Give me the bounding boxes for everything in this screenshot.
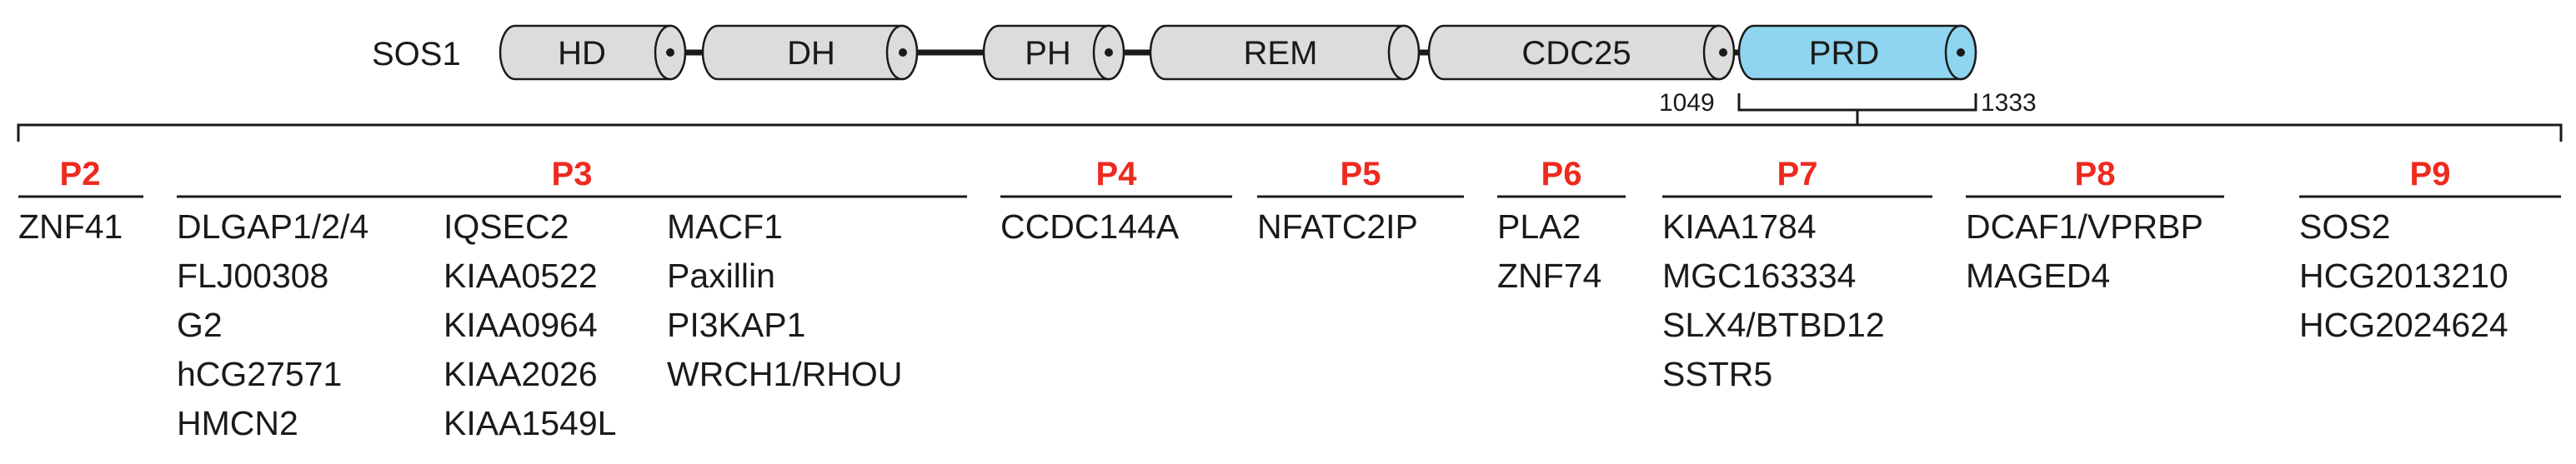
domain-label: PRD [1809,35,1879,72]
interactor-kiaa1549l: KIAA1549L [444,404,616,442]
interactor-dlgap1-2-4: DLGAP1/2/4 [177,207,368,246]
domain-hd: HD [499,24,687,81]
interactor-nfatc2ip: NFATC2IP [1257,207,1418,246]
group-title: P7 [1777,156,1818,192]
domain-rem: REM [1149,24,1421,81]
linker-dot-hd [666,48,674,57]
interactor-pi3kap1: PI3KAP1 [667,306,805,344]
interactor-wrch1-rhou: WRCH1/RHOU [667,355,902,393]
domain-track: HD DH PH REM CDC25 PRD [499,24,1977,81]
group-title: P9 [2410,156,2451,192]
domain-label: REM [1244,35,1318,72]
interactor-slx4-btbd12: SLX4/BTBD12 [1662,306,1885,344]
interactor-kiaa0522: KIAA0522 [444,257,598,295]
domain-label: CDC25 [1521,35,1631,72]
interactor-sstr5: SSTR5 [1662,355,1772,393]
interactor-mgc163334: MGC163334 [1662,257,1856,295]
linker-dot-cdc25 [1719,48,1727,57]
interactor-kiaa0964: KIAA0964 [444,306,598,344]
interactor-dcaf1-vprbp: DCAF1/VPRBP [1966,207,2203,246]
interactor-flj00308: FLJ00308 [177,257,328,295]
group-title: P6 [1541,156,1582,192]
interactor-hcg2024624: HCG2024624 [2299,306,2508,344]
interactor-sos2: SOS2 [2299,207,2390,246]
interactor-hcg2013210: HCG2013210 [2299,257,2508,295]
linker-dot-dh [899,48,907,57]
interactor-paxillin: Paxillin [667,257,775,295]
groups-bracket [17,123,2563,142]
group-title: P4 [1096,156,1138,192]
interactor-iqsec2: IQSEC2 [444,207,569,246]
domain-label: HD [558,35,606,72]
group-title: P3 [552,156,593,192]
interactor-hmcn2: HMCN2 [177,404,298,442]
interactor-ccdc144a: CCDC144A [1000,207,1180,246]
protein-label: SOS1 [372,36,461,72]
interactor-kiaa2026: KIAA2026 [444,355,598,393]
interactor-znf74: ZNF74 [1497,257,1601,295]
domain-label: PH [1025,35,1071,72]
prd-range-start: 1049 [1659,89,1715,117]
interactor-hcg27571: hCG27571 [177,355,342,393]
interactor-g2: G2 [177,306,223,344]
linker-dot-ph [1105,48,1113,57]
prd-end-dot [1957,48,1965,57]
prd-range-end: 1333 [1981,89,2037,117]
interactor-kiaa1784: KIAA1784 [1662,207,1817,246]
group-title: P5 [1341,156,1381,192]
domain-cdc25: CDC25 [1427,24,1736,81]
group-title: P8 [2075,156,2116,192]
group-title: P2 [60,156,101,192]
domain-ph: PH [982,24,1125,81]
domain-prd: PRD [1737,24,1977,81]
interactor-pla2: PLA2 [1497,207,1581,246]
prd-range-bracket [1737,93,1977,125]
interactor-macf1: MACF1 [667,207,783,246]
domain-label: DH [787,35,835,72]
domain-dh: DH [701,24,919,81]
interactor-maged4: MAGED4 [1966,257,2110,295]
interactor-znf41: ZNF41 [18,207,123,246]
